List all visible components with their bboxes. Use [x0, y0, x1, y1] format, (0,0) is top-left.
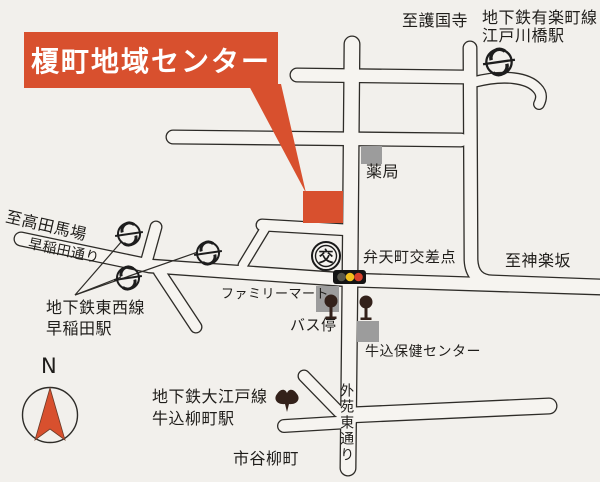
label-hoken-center: 牛込保健センター [365, 344, 481, 360]
label-ichigaya-yanagicho: 市谷柳町 [233, 449, 300, 468]
label-bus-stop: バス停 [290, 316, 337, 334]
subway-icon [113, 265, 143, 291]
label-pharmacy: 薬局 [366, 162, 400, 181]
bus-stop-icon [324, 294, 338, 319]
community-center-building [303, 191, 343, 223]
station-pointer-lines [74, 240, 199, 296]
label-to-kagurazaka: 至神楽坂 [505, 251, 572, 270]
bus-stop-icon [359, 295, 373, 320]
oedo-line-icon [275, 389, 299, 412]
label-compass-north: N [41, 354, 58, 378]
callout-pointer [248, 84, 306, 193]
police-box-icon: 交 [311, 241, 341, 271]
subway-icon [193, 240, 223, 266]
label-gaien-higashi-dori: 外苑東通り [338, 383, 355, 463]
label-to-gokokuji: 至護国寺 [402, 11, 469, 30]
traffic-light-icon [333, 270, 366, 284]
north-arrow-icon [34, 386, 66, 442]
title-banner: 榎町地域センター [24, 32, 278, 88]
label-edogawabashi-station: 江戸川橋駅 [482, 26, 565, 45]
subway-icon [114, 221, 144, 247]
label-yanagicho-station: 牛込柳町駅 [152, 409, 235, 428]
subway-icon [482, 47, 516, 77]
label-tozai-line: 地下鉄東西線 [46, 298, 146, 317]
hoken-center-building [357, 321, 379, 342]
label-familymart: ファミリーマート [221, 287, 330, 302]
koban-kanji: 交 [318, 248, 333, 266]
label-bentencho-crossing: 弁天町交差点 [363, 248, 457, 266]
label-oedo-line: 地下鉄大江戸線 [152, 387, 268, 406]
label-yurakucho-line: 地下鉄有楽町線 [482, 8, 598, 27]
label-waseda-station: 早稲田駅 [46, 319, 113, 338]
pharmacy-building [361, 146, 382, 164]
compass-icon [21, 386, 79, 444]
